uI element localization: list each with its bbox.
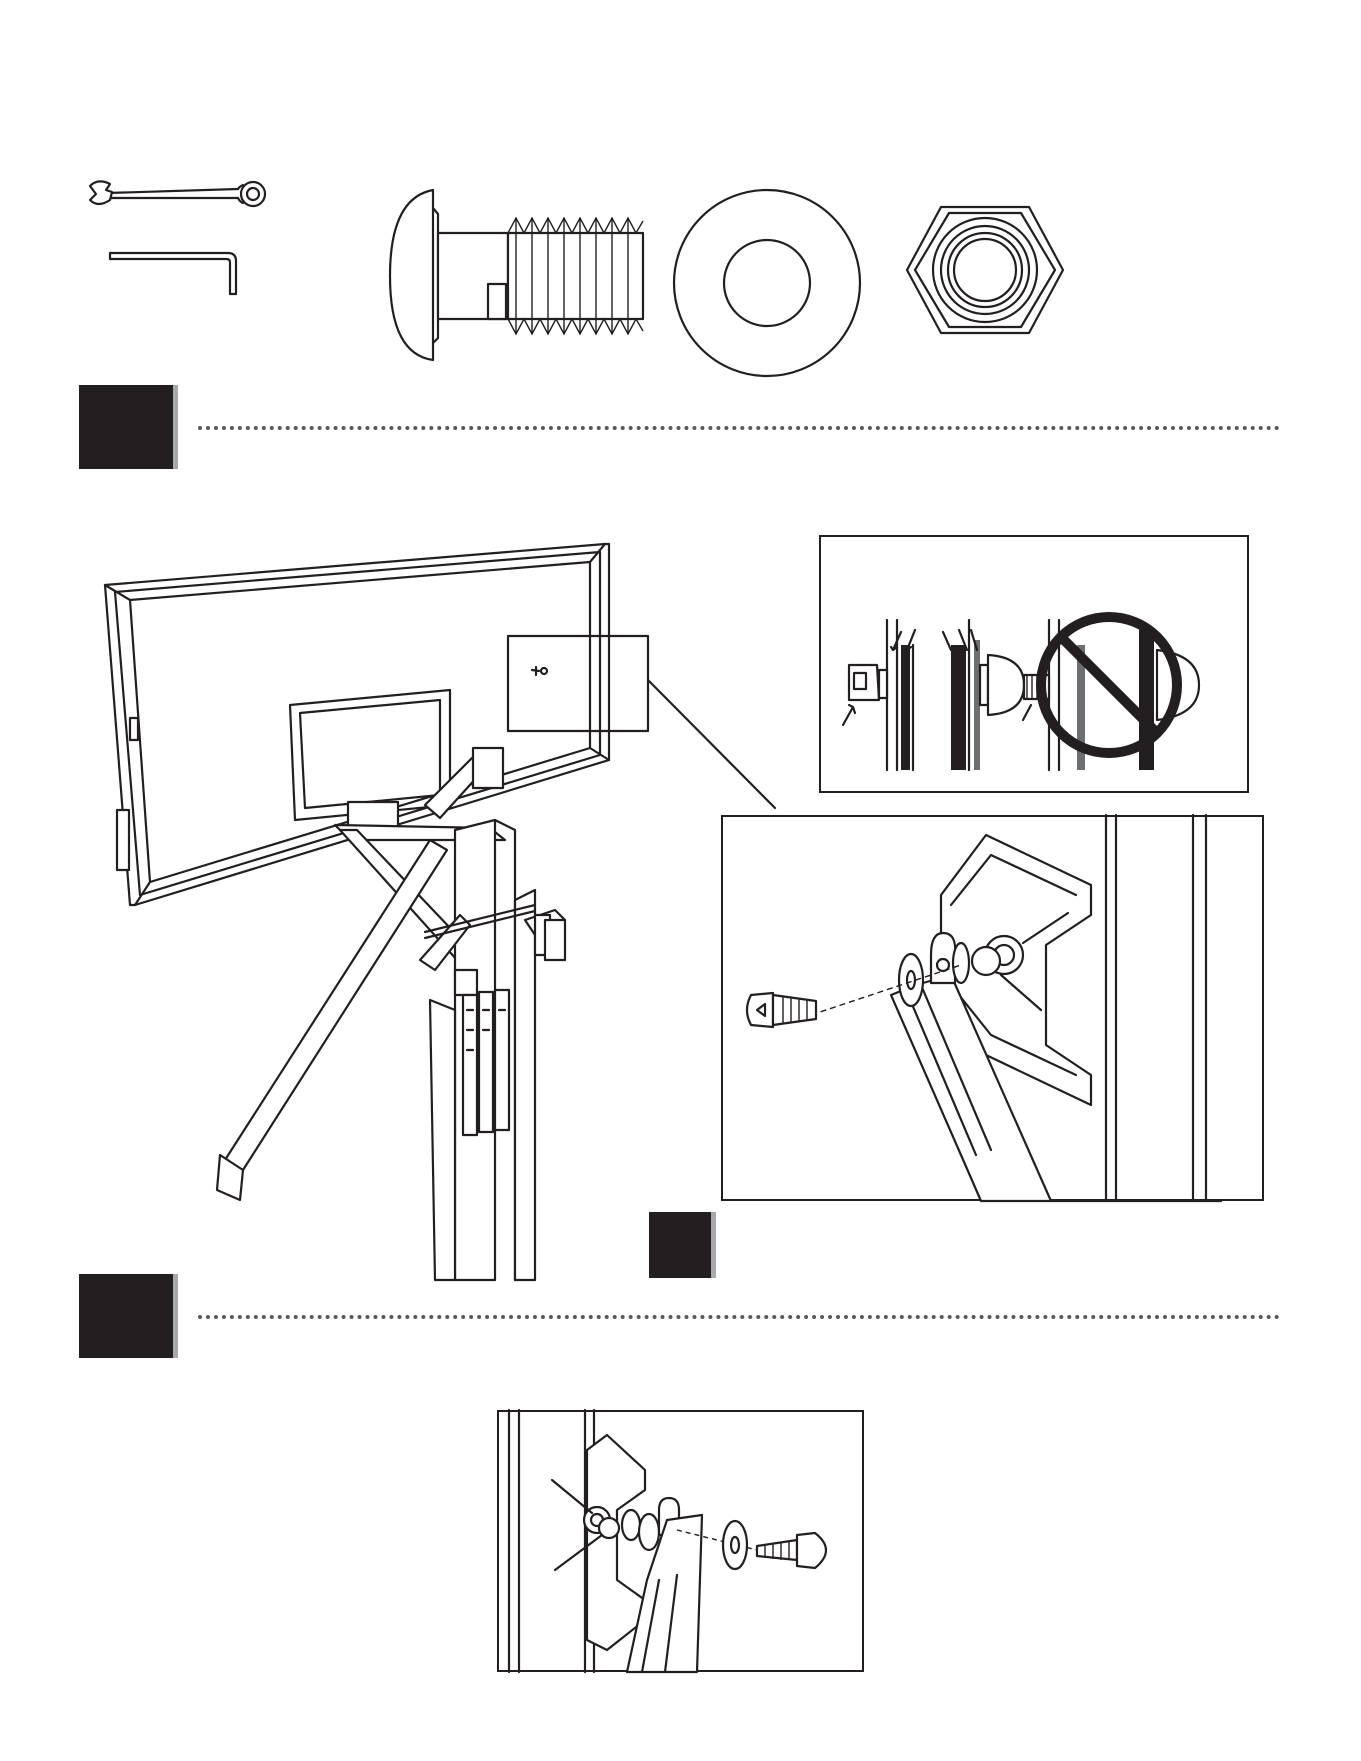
step-sub-number-box: [649, 1212, 711, 1278]
hex-key-icon: [110, 250, 240, 295]
step-2-number-box: [79, 1274, 173, 1358]
exploded-detail-art: [721, 815, 1264, 1201]
button-head-bolt-icon: [388, 188, 648, 363]
flat-washer-icon: [672, 188, 862, 378]
correct-example-2: [943, 620, 1024, 770]
step-2-divider: [198, 1315, 1280, 1319]
step-2-detail-art: [497, 1410, 864, 1672]
correct-example-1: [843, 620, 915, 770]
step-1-number-box: [79, 385, 173, 469]
backboard-assembly-illustration: [95, 540, 655, 1280]
lock-nut-icon: [905, 205, 1065, 335]
step-1-divider: [198, 426, 1280, 430]
wrench-icon: [88, 178, 268, 208]
fastener-fit-callout-art: [819, 535, 1249, 793]
